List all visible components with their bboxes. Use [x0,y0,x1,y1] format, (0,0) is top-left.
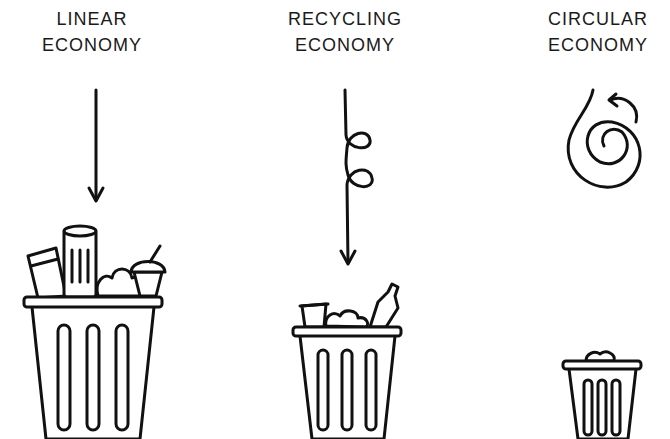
cup-item [28,248,66,298]
can-stripes [72,250,88,282]
bin-slot [598,380,606,435]
bin-slot [87,325,99,430]
arrow-head [89,188,103,201]
bottle-item [370,284,398,327]
bin-rim [563,361,641,369]
bin-slot [58,325,70,430]
flow-arrow-line [95,90,98,200]
section-heading: RECYCLING ECONOMY [280,6,410,58]
bin-slot [116,325,128,430]
cup-lid [300,304,328,306]
bin-slot [318,350,328,430]
flow-arrow-loops [345,90,372,263]
bin-body [32,307,154,439]
cup-item [302,304,326,327]
bin-rim [293,327,401,336]
section-heading: CIRCULAR ECONOMY [533,6,663,58]
bin-slot [342,350,352,430]
circular-spiral [568,90,640,187]
arrow-head [341,251,355,264]
bin-rim [24,297,162,307]
straw [150,246,160,262]
arrow-head [609,94,617,106]
bin-body [300,336,395,439]
can-top [64,226,96,236]
bin-slot [612,380,620,435]
bin-slot [366,350,376,430]
waste-pile [326,311,368,327]
drink-lid [131,262,165,273]
drink-cup [134,272,162,296]
can-item [64,230,96,297]
bin-body [569,369,636,439]
cup-band [31,259,58,266]
section-heading: LINEAR ECONOMY [27,6,157,58]
bin-slot [584,380,592,435]
